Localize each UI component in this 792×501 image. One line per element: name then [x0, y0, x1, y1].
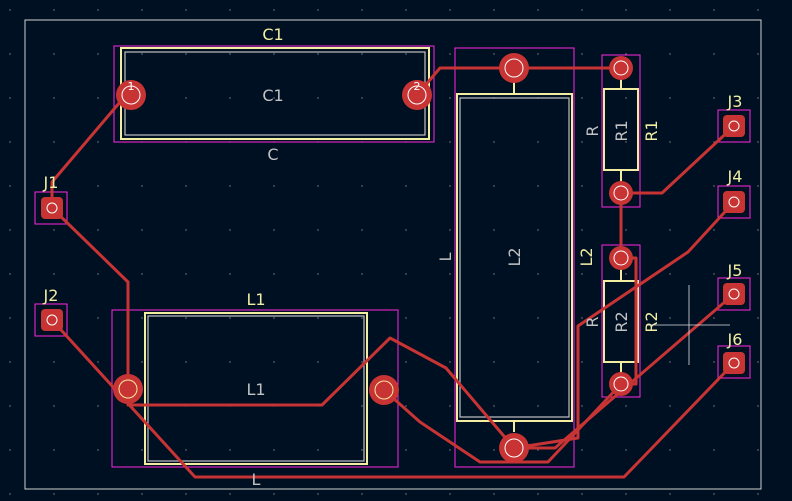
- c1-pad-1-number: 1: [128, 80, 135, 93]
- l1-value-label: L: [252, 470, 261, 489]
- trace-r1p2-j3: [619, 124, 736, 195]
- c1-value-label: C: [267, 145, 278, 164]
- trace-c1p1-j1: [50, 93, 133, 210]
- l2-pad-2[interactable]: [499, 433, 529, 463]
- j5-courtyard: [717, 277, 751, 311]
- j4-ref-label: J4: [727, 167, 743, 186]
- j6-pad[interactable]: [723, 352, 745, 374]
- l2-value-label: L: [436, 252, 455, 261]
- l1-body-outline: [144, 312, 368, 465]
- r1-fab-ref: R1: [612, 120, 631, 141]
- j1-pad[interactable]: [41, 197, 63, 219]
- board-edge-cuts: [24, 19, 762, 490]
- l1-pad-1[interactable]: [113, 374, 143, 404]
- j4-pad[interactable]: [723, 191, 745, 213]
- r2-value-label: R: [583, 316, 602, 327]
- trace-j1-l1p1: [50, 206, 130, 391]
- l2-courtyard: [454, 47, 575, 468]
- j5-pad[interactable]: [723, 283, 745, 305]
- l2-fab-outline: [459, 97, 570, 418]
- r2-pad-2[interactable]: [609, 372, 633, 396]
- c1-pad-1[interactable]: [116, 80, 146, 110]
- j3-ref-label: J3: [727, 92, 743, 111]
- j2-courtyard: [34, 303, 68, 337]
- trace-c1p2-l2p1: [415, 66, 516, 97]
- trace-j4-l2p2: [512, 200, 736, 450]
- c1-fab-ref: C1: [262, 86, 283, 105]
- r1-value-label: R: [583, 125, 602, 136]
- j5-ref-label: J5: [727, 261, 743, 280]
- l1-pad-2[interactable]: [369, 375, 399, 405]
- l2-pad-1[interactable]: [499, 53, 529, 83]
- trace-l1p2-r2p2: [382, 382, 623, 464]
- j6-ref-label: J6: [727, 330, 743, 349]
- j3-courtyard: [717, 109, 751, 143]
- r1-pad-2[interactable]: [609, 181, 633, 205]
- r1-pad-1[interactable]: [609, 56, 633, 80]
- l2-ref-label: L2: [577, 247, 596, 266]
- c1-ref-label: C1: [262, 25, 283, 44]
- r2-ref-label: R2: [642, 311, 661, 332]
- l1-ref-label: L1: [246, 290, 265, 309]
- j4-courtyard: [717, 185, 751, 219]
- c1-courtyard: [113, 45, 435, 143]
- j2-pad[interactable]: [41, 309, 63, 331]
- j1-ref-label: J1: [43, 173, 59, 192]
- r2-fab-ref: R2: [612, 311, 631, 332]
- j6-courtyard: [717, 345, 751, 379]
- l2-fab-ref: L2: [505, 247, 524, 266]
- r1-ref-label: R1: [642, 120, 661, 141]
- j2-ref-label: J2: [43, 286, 59, 305]
- crosshair-cursor-icon: [648, 285, 730, 365]
- l1-fab-ref: L1: [246, 380, 265, 399]
- c1-pad-2[interactable]: [402, 80, 432, 110]
- j3-pad[interactable]: [723, 115, 745, 137]
- l1-fab-outline: [147, 315, 365, 462]
- r2-pad-1[interactable]: [609, 246, 633, 270]
- c1-pad-2-number: 2: [414, 80, 421, 93]
